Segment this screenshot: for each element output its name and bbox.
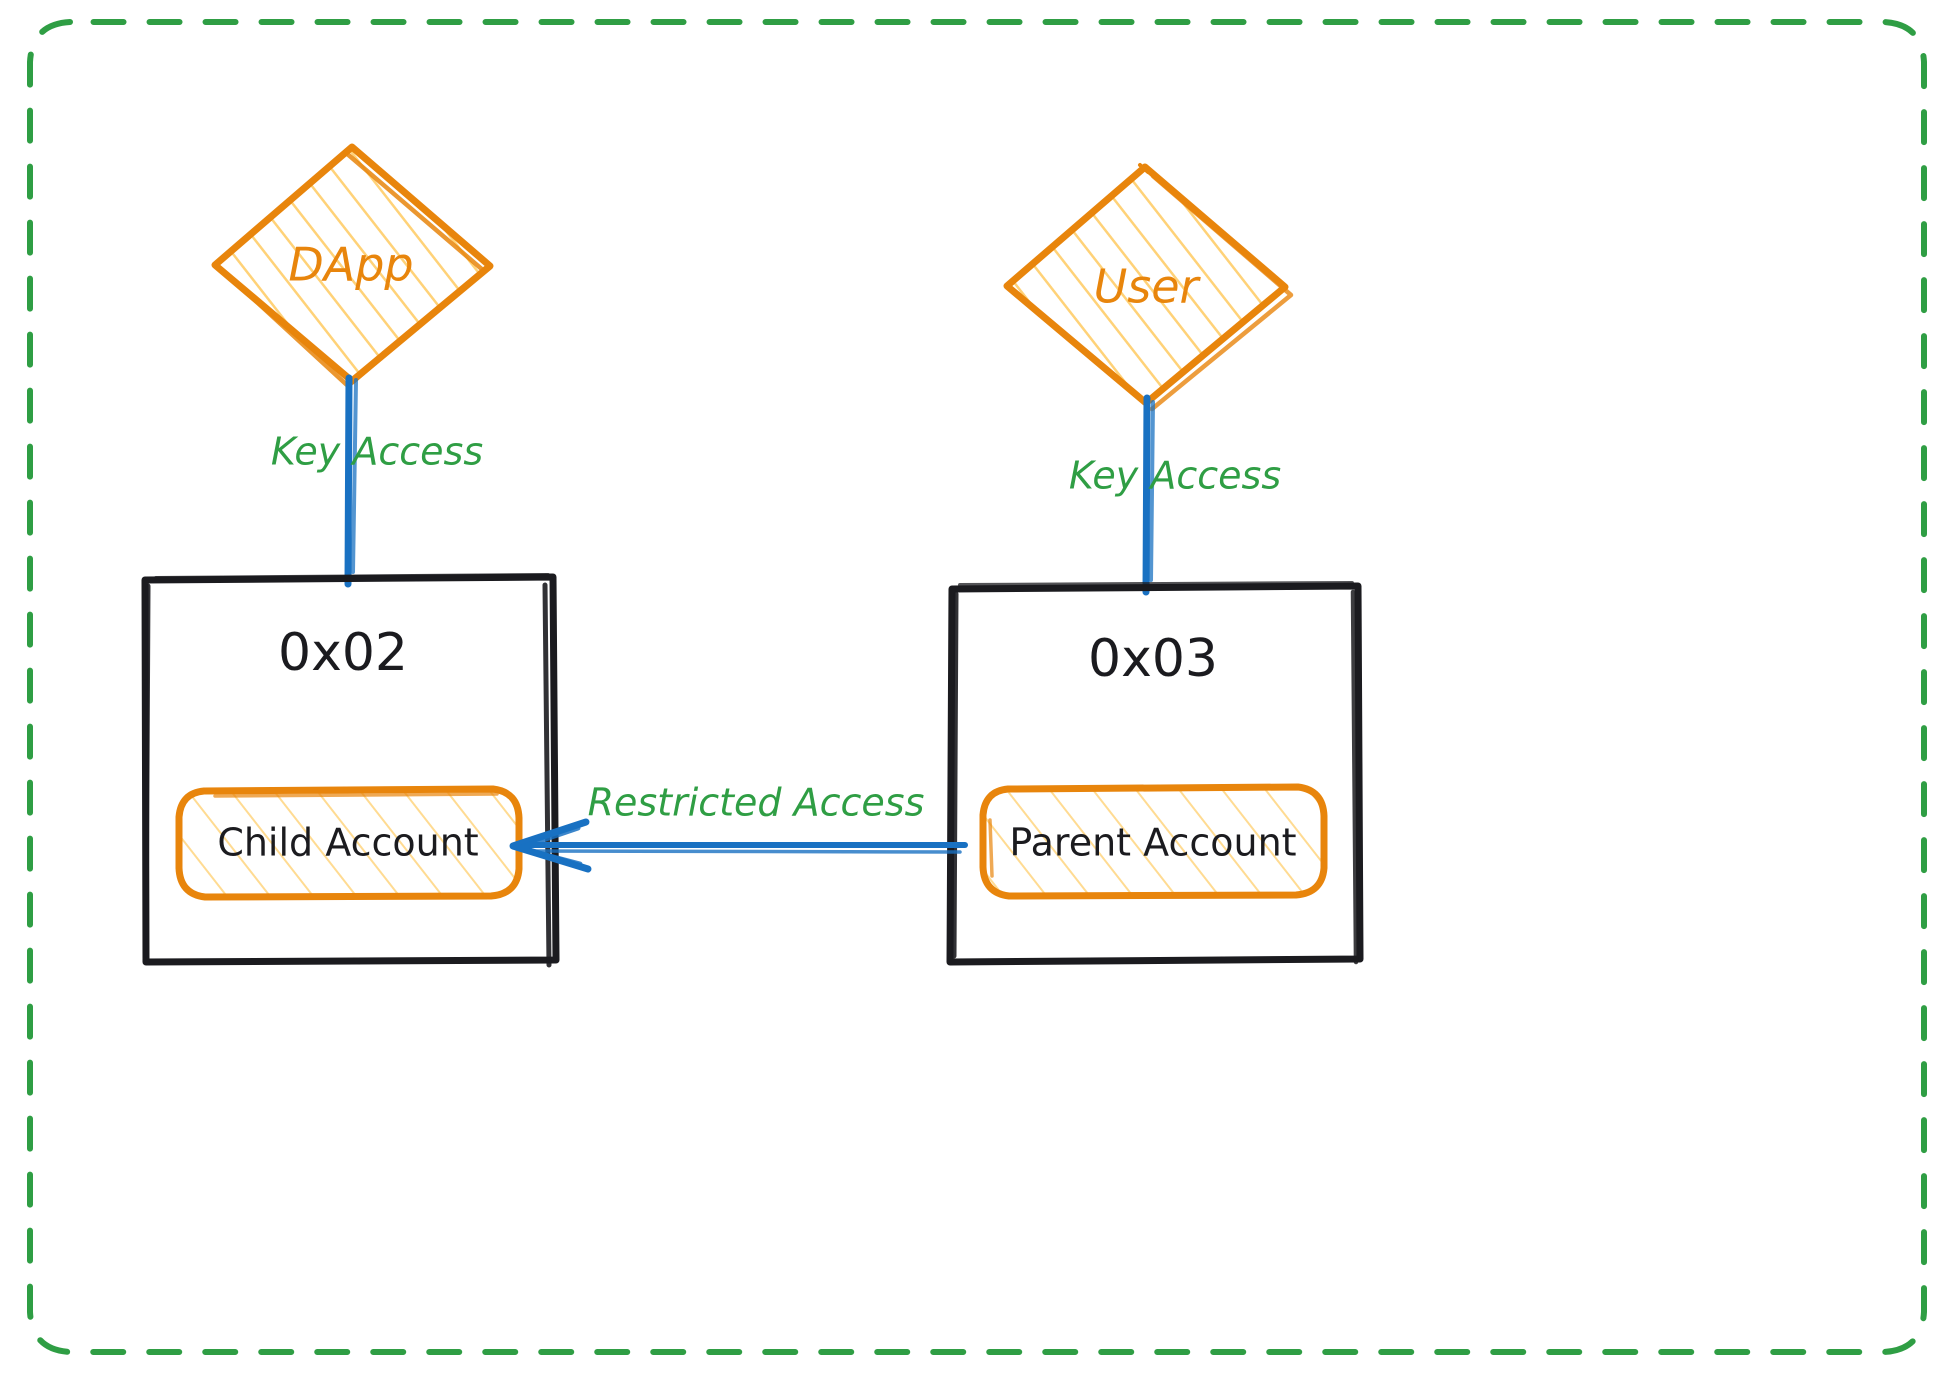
node-parent-account[interactable]: Parent Account — [979, 783, 1328, 900]
node-user-label: User — [1094, 260, 1202, 314]
node-child-account[interactable]: Child Account — [175, 785, 523, 901]
node-dapp[interactable]: DApp — [211, 143, 494, 389]
edge-user-to-parent[interactable]: Key Access — [1069, 394, 1281, 596]
edge-parent-to-child-label: Restricted Access — [588, 781, 925, 825]
edge-user-to-parent-label: Key Access — [1069, 454, 1281, 498]
outer-dashed-boundary — [27, 19, 1927, 1355]
node-parent-box-label: 0x03 — [1088, 629, 1218, 689]
node-child-box[interactable]: 0x02 — [141, 573, 560, 968]
node-parent-box[interactable]: 0x03 — [946, 581, 1364, 966]
edge-dapp-to-child-label: Key Access — [271, 430, 483, 474]
node-parent-account-label: Parent Account — [1009, 821, 1296, 865]
node-user[interactable]: User — [1003, 163, 1294, 412]
node-child-box-label: 0x02 — [278, 623, 408, 683]
node-dapp-label: DApp — [288, 238, 413, 292]
node-child-account-label: Child Account — [217, 821, 478, 865]
edge-parent-to-child[interactable]: Restricted Access — [509, 781, 968, 873]
edge-dapp-to-child[interactable]: Key Access — [271, 374, 483, 588]
